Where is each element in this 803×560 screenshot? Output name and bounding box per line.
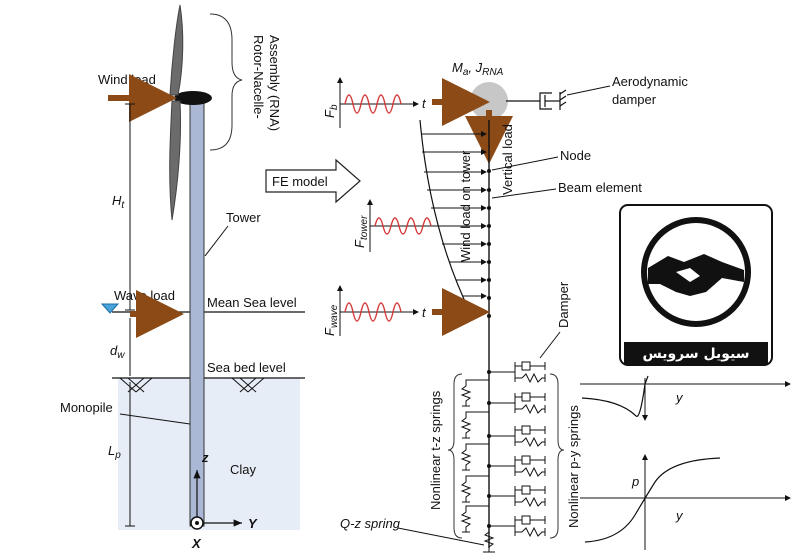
tz-brace bbox=[447, 373, 463, 539]
beam-element-label: Beam element bbox=[558, 180, 642, 195]
y-axis-label: Y bbox=[248, 516, 258, 531]
fe-model-label: FE model bbox=[272, 174, 328, 189]
fwave-label: Fwave bbox=[322, 304, 340, 336]
nonlinear-tz-label: Nonlinear t-z springs bbox=[428, 390, 443, 510]
qz-spring bbox=[483, 526, 495, 553]
t-label-1: t bbox=[422, 96, 427, 111]
tower-leader bbox=[204, 225, 229, 257]
rotor-blade bbox=[169, 100, 182, 221]
damper-leader bbox=[539, 331, 561, 359]
y-graph-label-bottom: y bbox=[675, 508, 684, 523]
p-graph-label: p bbox=[631, 474, 639, 489]
py-brace bbox=[549, 373, 565, 539]
rna-label: Rotor-Nacelle- bbox=[251, 35, 266, 119]
wind-load-on-tower-label: Wind load on tower bbox=[458, 150, 473, 262]
z-axis-label: z bbox=[201, 450, 209, 465]
py-springs-dampers bbox=[489, 361, 546, 538]
wave-load-label: Wave load bbox=[114, 288, 175, 303]
qz-spring-leader bbox=[397, 527, 485, 546]
fb-sine-wave bbox=[344, 94, 402, 114]
tower-label: Tower bbox=[226, 210, 261, 225]
tz-springs bbox=[460, 379, 489, 533]
py-curve bbox=[584, 457, 721, 543]
beam-element-leader bbox=[491, 188, 557, 199]
aerodynamic-damper bbox=[506, 89, 567, 110]
fe-nodes bbox=[487, 169, 491, 528]
ma-jrna-label: Ma, JRNA bbox=[452, 60, 504, 78]
lp-label: Lp bbox=[108, 443, 121, 461]
civil-service-logo: سيويل سرويس bbox=[619, 204, 773, 366]
clay-soil-region bbox=[118, 378, 300, 530]
vertical-load-label: Vertical load bbox=[500, 124, 515, 195]
rotor-blade bbox=[169, 4, 184, 96]
aero-damper-label: Aerodynamic bbox=[612, 74, 688, 89]
fe-model-arrow bbox=[265, 158, 361, 204]
wind-load-distribution-arrows bbox=[421, 131, 487, 299]
rna-brace bbox=[209, 13, 243, 151]
clay-label: Clay bbox=[230, 462, 257, 477]
wind-load-label: Wind load bbox=[98, 72, 156, 87]
ftower-label: Ftower bbox=[352, 215, 370, 248]
node-leader bbox=[491, 156, 559, 171]
qz-spring-label: Q-z spring bbox=[340, 516, 401, 531]
monopile-label: Monopile bbox=[60, 400, 113, 415]
water-level-marker bbox=[100, 303, 120, 314]
x-axis-label: X bbox=[191, 536, 202, 551]
logo-text: سيويل سرويس bbox=[642, 346, 749, 362]
fb-label: Fb bbox=[322, 104, 340, 118]
y-graph-label-top: y bbox=[675, 390, 684, 405]
node-label: Node bbox=[560, 148, 591, 163]
aero-damper-label-2: damper bbox=[612, 92, 657, 107]
nacelle bbox=[174, 91, 212, 105]
aero-damper-leader bbox=[566, 85, 611, 96]
dw-label: dw bbox=[110, 343, 125, 361]
t-label-2: t bbox=[422, 305, 427, 320]
sea-bed-level-label: Sea bed level bbox=[207, 360, 286, 375]
monopile-leader bbox=[119, 413, 191, 425]
fwave-sine-wave bbox=[344, 302, 402, 322]
ht-label: Ht bbox=[112, 193, 125, 211]
ftower-sine-wave bbox=[374, 217, 432, 235]
mean-sea-level-label: Mean Sea level bbox=[207, 295, 297, 310]
tz-curve bbox=[581, 375, 649, 417]
damper-label: Damper bbox=[556, 281, 571, 328]
rna-label-2: Assembly (RNA) bbox=[267, 35, 282, 131]
nonlinear-py-label: Nonlinear p-y springs bbox=[566, 405, 581, 528]
sea-bed-hatch bbox=[119, 377, 265, 393]
